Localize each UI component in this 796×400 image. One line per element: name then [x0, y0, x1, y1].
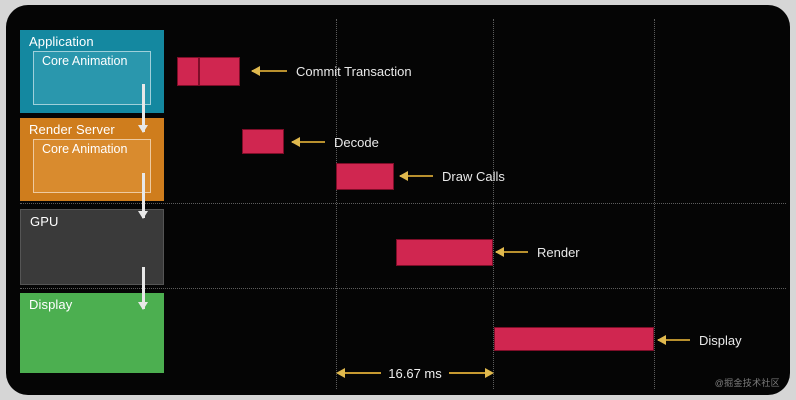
layer-application[interactable]: Application Core Animation: [20, 30, 164, 113]
callout-label-commit-transaction: Commit Transaction: [296, 63, 412, 79]
callout-render: Render: [495, 244, 580, 260]
bar-decode[interactable]: [242, 129, 284, 154]
callout-arrow-draw-calls-icon: [399, 171, 433, 181]
measure-label: 16.67 ms: [388, 365, 442, 381]
render-server-core-animation-label: Core Animation: [42, 142, 128, 156]
render-server-core-animation-box[interactable]: Core Animation: [33, 139, 151, 193]
bar-commit-transaction-segment-2[interactable]: [199, 57, 240, 86]
layer-gpu[interactable]: GPU: [20, 209, 164, 285]
callout-label-render: Render: [537, 244, 580, 260]
callout-arrow-commit-transaction-icon: [251, 66, 287, 76]
flow-arrow-app-to-render-icon: [138, 84, 148, 133]
gridline-vertical-3: [654, 19, 655, 389]
bar-display[interactable]: [494, 327, 654, 351]
callout-label-display: Display: [699, 332, 742, 348]
gridline-vertical-2: [493, 19, 494, 389]
gridline-vertical-1: [336, 19, 337, 389]
callout-draw-calls: Draw Calls: [399, 168, 505, 184]
flow-arrow-gpu-to-display-icon: [138, 267, 148, 310]
layer-gpu-title: GPU: [30, 214, 59, 229]
layer-render-server-title: Render Server: [29, 122, 115, 137]
flow-arrow-render-to-gpu-icon: [138, 173, 148, 219]
application-core-animation-label: Core Animation: [42, 54, 128, 68]
bar-render[interactable]: [396, 239, 493, 266]
measure-arrow-left-icon: [336, 368, 345, 378]
callout-decode: Decode: [291, 134, 379, 150]
callout-arrow-render-icon: [495, 247, 528, 257]
gridline-horizontal-1: [20, 203, 786, 204]
callout-label-decode: Decode: [334, 134, 379, 150]
measure-arrow-right-icon: [485, 368, 495, 378]
measure-line-right: [448, 372, 486, 374]
layer-application-title: Application: [29, 34, 94, 49]
callout-display: Display: [657, 332, 742, 348]
bar-draw-calls[interactable]: [336, 163, 394, 190]
frame-duration-measure: 16.67 ms: [336, 365, 495, 381]
callout-commit-transaction: Commit Transaction: [251, 63, 412, 79]
callout-label-draw-calls: Draw Calls: [442, 168, 505, 184]
measure-line-left: [345, 372, 382, 374]
callout-arrow-decode-icon: [291, 137, 325, 147]
bar-commit-transaction-segment-1[interactable]: [177, 57, 199, 86]
layer-display-title: Display: [29, 297, 73, 312]
callout-arrow-display-icon: [657, 335, 690, 345]
timeline-diagram: Application Core Animation Render Server…: [6, 5, 790, 395]
watermark: @掘金技术社区: [714, 378, 780, 388]
gridline-horizontal-2: [20, 288, 786, 289]
application-core-animation-box[interactable]: Core Animation: [33, 51, 151, 105]
